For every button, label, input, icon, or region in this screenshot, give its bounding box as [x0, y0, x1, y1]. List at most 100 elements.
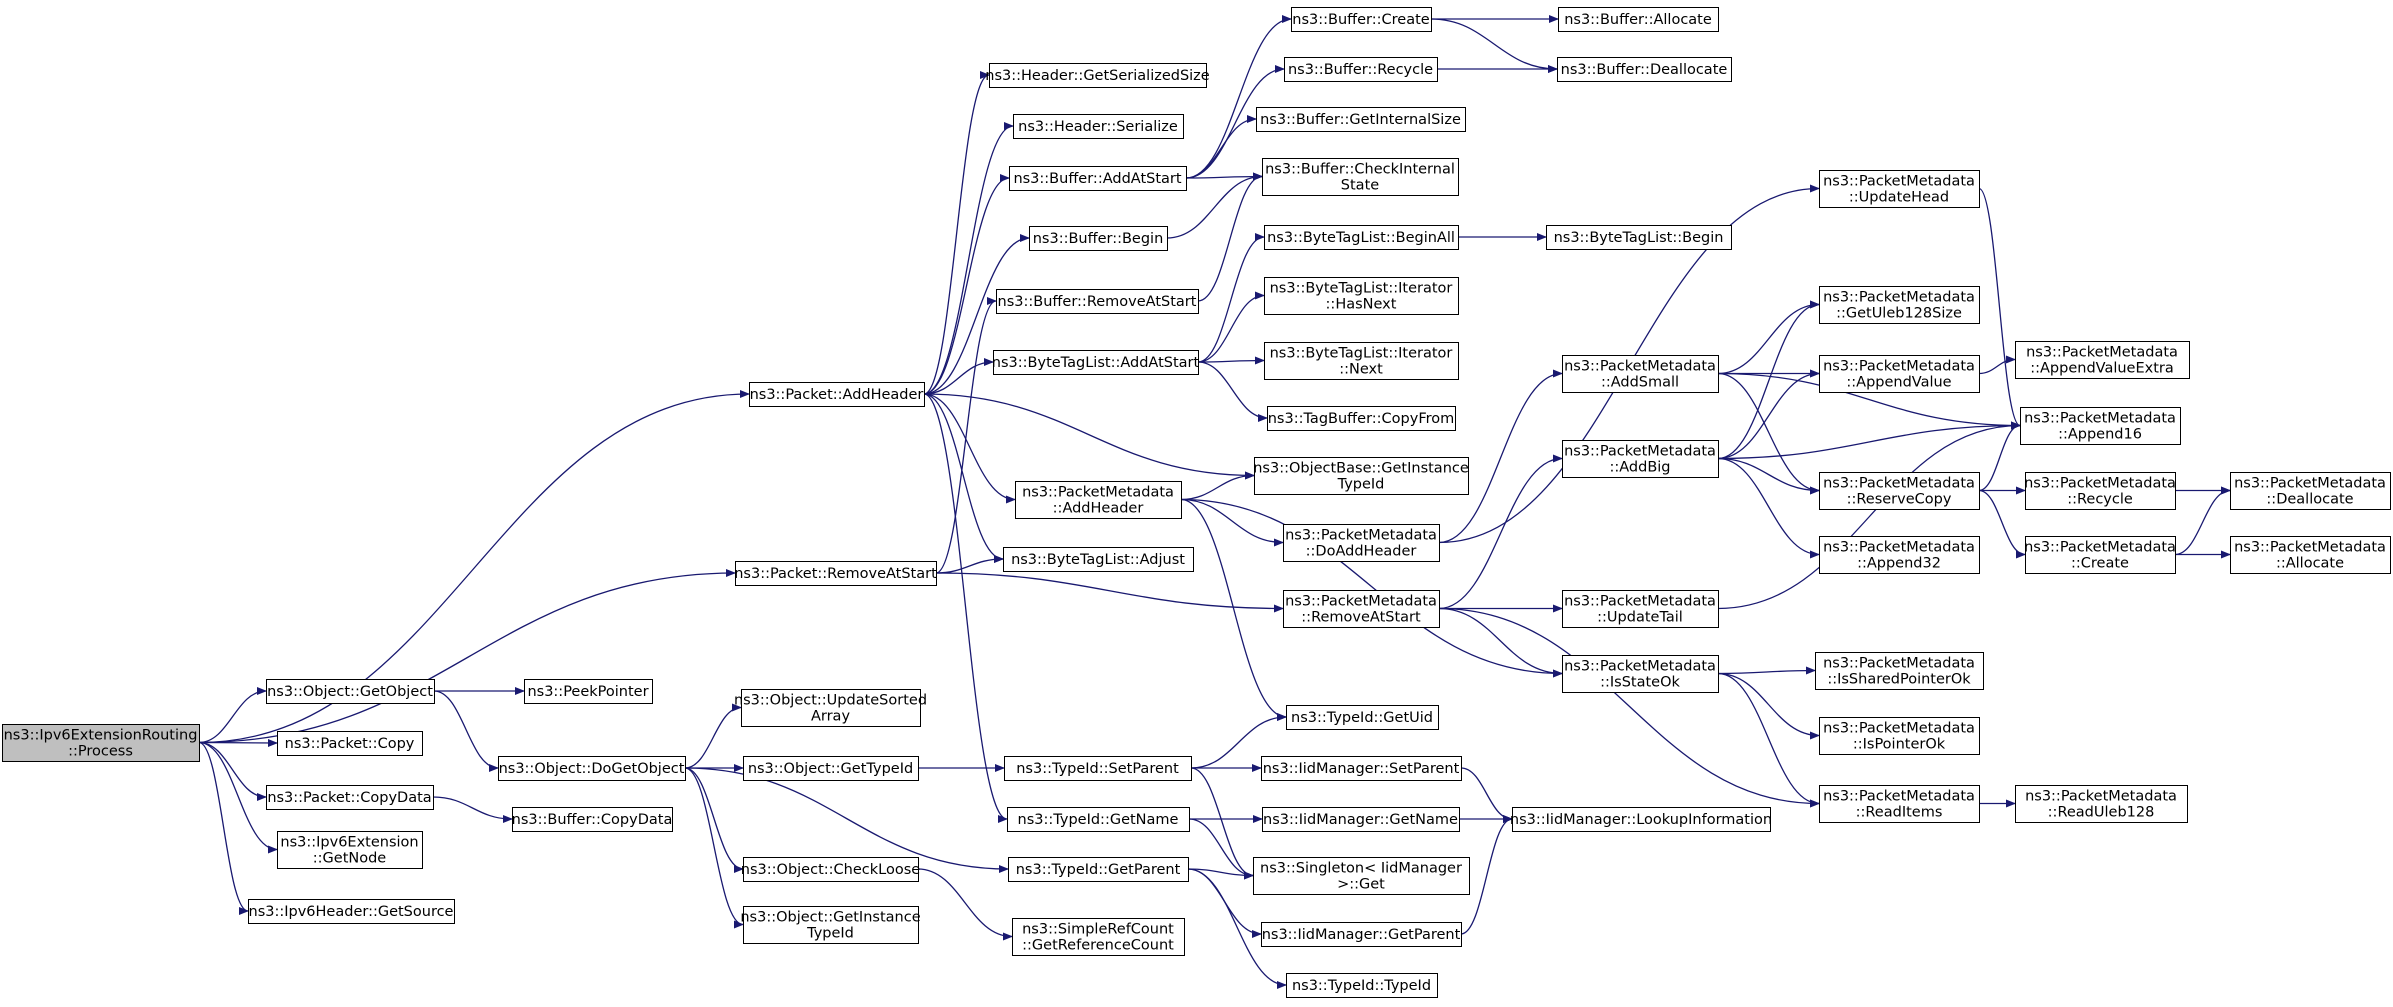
- node-pm-addbig[interactable]: ns3::PacketMetadata::AddBig: [1562, 440, 1719, 478]
- node-label: ns3::TypeId::SetParent: [1016, 761, 1179, 777]
- node-btl-beginall[interactable]: ns3::ByteTagList::BeginAll: [1264, 225, 1459, 250]
- node-pkt-copydata[interactable]: ns3::Packet::CopyData: [266, 785, 434, 810]
- node-btl-adjust[interactable]: ns3::ByteTagList::Adjust: [1003, 547, 1194, 572]
- node-pm-readitems[interactable]: ns3::PacketMetadata::ReadItems: [1819, 785, 1980, 823]
- node-buf-allocate[interactable]: ns3::Buffer::Allocate: [1558, 7, 1719, 32]
- node-label: ::IsStateOk: [1600, 675, 1680, 691]
- node-obj-getobject[interactable]: ns3::Object::GetObject: [266, 679, 435, 704]
- call-edge-pm_addbig-to-pm_getuleb128size: [1717, 300, 1820, 460]
- node-box: [1819, 286, 1980, 324]
- node-label: ns3::ByteTagList::Begin: [1554, 230, 1724, 246]
- node-label: ns3::Ipv6Header::GetSource: [249, 904, 454, 920]
- node-label: ns3::PacketMetadata: [2024, 476, 2176, 492]
- node-pkt-copy[interactable]: ns3::Packet::Copy: [277, 731, 423, 756]
- node-pkt-removeatstart[interactable]: ns3::Packet::RemoveAtStart: [734, 561, 937, 586]
- call-edge-root-to-obj_getobject: [198, 687, 267, 744]
- node-buf-copydata[interactable]: ns3::Buffer::CopyData: [512, 807, 673, 832]
- node-label: ::Create: [2071, 556, 2129, 572]
- node-typeid-setparent[interactable]: ns3::TypeId::SetParent: [1004, 756, 1192, 781]
- node-singleton-get[interactable]: ns3::Singleton< IidManager>::Get: [1253, 857, 1470, 895]
- node-buf-recycle[interactable]: ns3::Buffer::Recycle: [1284, 57, 1438, 82]
- node-obj-dogetobject[interactable]: ns3::Object::DoGetObject: [498, 756, 686, 781]
- node-pm-isstateok[interactable]: ns3::PacketMetadata::IsStateOk: [1562, 655, 1719, 693]
- call-edge-pkt_addheader-to-hdr_getserializedsize: [923, 71, 990, 395]
- node-label: ns3::ByteTagList::Adjust: [1011, 552, 1185, 568]
- node-buf-create[interactable]: ns3::Buffer::Create: [1291, 7, 1432, 32]
- node-iid-setparent[interactable]: ns3::IidManager::SetParent: [1261, 756, 1462, 781]
- node-pm-updatehead[interactable]: ns3::PacketMetadata::UpdateHead: [1819, 170, 1980, 208]
- node-typeid-getname[interactable]: ns3::TypeId::GetName: [1007, 807, 1190, 832]
- node-pm-addheader[interactable]: ns3::PacketMetadata::AddHeader: [1015, 481, 1182, 519]
- node-iid-getname[interactable]: ns3::IidManager::GetName: [1262, 807, 1460, 832]
- node-pm-readuleb128[interactable]: ns3::PacketMetadata::ReadUleb128: [2015, 785, 2188, 823]
- call-edge-pm_addheader-to-typeid_getuid: [1180, 498, 1287, 721]
- node-label: ::GetUleb128Size: [1836, 306, 1962, 322]
- node-btl-addatstart[interactable]: ns3::ByteTagList::AddAtStart: [992, 350, 1200, 375]
- node-pm-create[interactable]: ns3::PacketMetadata::Create: [2024, 536, 2176, 574]
- node-pm-append16[interactable]: ns3::PacketMetadata::Append16: [2020, 407, 2181, 445]
- node-pm-removeatstart[interactable]: ns3::PacketMetadata::RemoveAtStart: [1283, 590, 1440, 628]
- node-pm-addsmall[interactable]: ns3::PacketMetadata::AddSmall: [1562, 355, 1719, 393]
- node-label: ns3::IidManager::SetParent: [1263, 761, 1460, 777]
- node-typeid-getparent[interactable]: ns3::TypeId::GetParent: [1008, 857, 1189, 882]
- node-box: [2025, 472, 2176, 510]
- node-root[interactable]: ns3::Ipv6ExtensionRouting::Process: [2, 724, 200, 762]
- node-label: ns3::PacketMetadata: [2024, 411, 2176, 427]
- node-iid-lookupinformation[interactable]: ns3::IidManager::LookupInformation: [1510, 807, 1772, 832]
- node-pm-appendvalue[interactable]: ns3::PacketMetadata::AppendValue: [1819, 355, 1980, 393]
- node-obj-checkloose[interactable]: ns3::Object::CheckLoose: [741, 857, 920, 882]
- call-edge-pkt_addheader-to-typeid_getname: [923, 393, 1008, 823]
- node-pm-append32[interactable]: ns3::PacketMetadata::Append32: [1819, 536, 1980, 574]
- node-btl-iter-hasnext[interactable]: ns3::ByteTagList::Iterator::HasNext: [1264, 277, 1459, 315]
- node-hdr-serialize[interactable]: ns3::Header::Serialize: [1013, 114, 1184, 139]
- node-buf-begin[interactable]: ns3::Buffer::Begin: [1029, 226, 1168, 251]
- node-peekpointer[interactable]: ns3::PeekPointer: [524, 679, 653, 704]
- node-pkt-addheader[interactable]: ns3::Packet::AddHeader: [749, 382, 925, 407]
- node-pm-issharedpointerok[interactable]: ns3::PacketMetadata::IsSharedPointerOk: [1815, 652, 1984, 690]
- node-btl-begin[interactable]: ns3::ByteTagList::Begin: [1546, 225, 1732, 250]
- call-edge-btl_addatstart-to-btl_iter_hasnext: [1197, 291, 1265, 363]
- node-box: [1512, 807, 1771, 832]
- node-buf-getinternalsize[interactable]: ns3::Buffer::GetInternalSize: [1256, 107, 1466, 132]
- node-src-getreferencecount[interactable]: ns3::SimpleRefCount::GetReferenceCount: [1012, 918, 1185, 956]
- node-buf-addatstart[interactable]: ns3::Buffer::AddAtStart: [1009, 166, 1187, 191]
- call-edge-obj_dogetobject-to-typeid_getparent: [684, 767, 1009, 873]
- node-pm-ispointerok[interactable]: ns3::PacketMetadata::IsPointerOk: [1819, 717, 1980, 755]
- node-label: ns3::Buffer::Begin: [1033, 231, 1164, 247]
- node-obj-gettypeid[interactable]: ns3::Object::GetTypeId: [743, 756, 919, 781]
- node-typeid-getuid[interactable]: ns3::TypeId::GetUid: [1286, 705, 1439, 730]
- node-pm-getuleb128size[interactable]: ns3::PacketMetadata::GetUleb128Size: [1819, 286, 1980, 324]
- node-pm-recycle[interactable]: ns3::PacketMetadata::Recycle: [2024, 472, 2176, 510]
- node-buf-deallocate[interactable]: ns3::Buffer::Deallocate: [1557, 57, 1732, 82]
- node-ipv6hdr-getsource[interactable]: ns3::Ipv6Header::GetSource: [248, 899, 455, 924]
- node-label: ns3::PacketMetadata: [2234, 540, 2386, 556]
- node-iid-getparent[interactable]: ns3::IidManager::GetParent: [1261, 922, 1462, 947]
- node-ipv6ext-getnode[interactable]: ns3::Ipv6Extension::GetNode: [277, 831, 423, 869]
- node-pm-reservecopy[interactable]: ns3::PacketMetadata::ReserveCopy: [1819, 472, 1980, 510]
- node-pm-doaddheader[interactable]: ns3::PacketMetadata::DoAddHeader: [1283, 524, 1440, 562]
- node-box: [2230, 536, 2391, 574]
- node-buf-removeatstart[interactable]: ns3::Buffer::RemoveAtStart: [996, 289, 1199, 314]
- node-box: [1562, 655, 1719, 693]
- node-pm-deallocate[interactable]: ns3::PacketMetadata::Deallocate: [2230, 472, 2391, 510]
- node-pm-allocate[interactable]: ns3::PacketMetadata::Allocate: [2230, 536, 2391, 574]
- node-pm-appendvalueextra[interactable]: ns3::PacketMetadata::AppendValueExtra: [2015, 341, 2190, 379]
- node-box: [1546, 225, 1732, 250]
- node-tagbuffer-copyfrom[interactable]: ns3::TagBuffer::CopyFrom: [1267, 406, 1456, 431]
- node-box: [1013, 114, 1184, 139]
- node-label: >::Get: [1337, 877, 1385, 893]
- node-hdr-getserializedsize[interactable]: ns3::Header::GetSerializedSize: [985, 63, 1210, 88]
- node-label: ns3::Ipv6ExtensionRouting: [4, 728, 198, 744]
- node-box: [2020, 407, 2181, 445]
- node-label: ns3::Buffer::CheckInternal: [1265, 162, 1455, 178]
- call-edge-typeid_setparent-to-singleton_get: [1190, 767, 1254, 880]
- node-box: [2230, 472, 2391, 510]
- node-pm-updatetail[interactable]: ns3::PacketMetadata::UpdateTail: [1562, 590, 1719, 628]
- node-typeid-typeid[interactable]: ns3::TypeId::TypeId: [1286, 973, 1438, 998]
- node-btl-iter-next[interactable]: ns3::ByteTagList::Iterator::Next: [1264, 342, 1459, 380]
